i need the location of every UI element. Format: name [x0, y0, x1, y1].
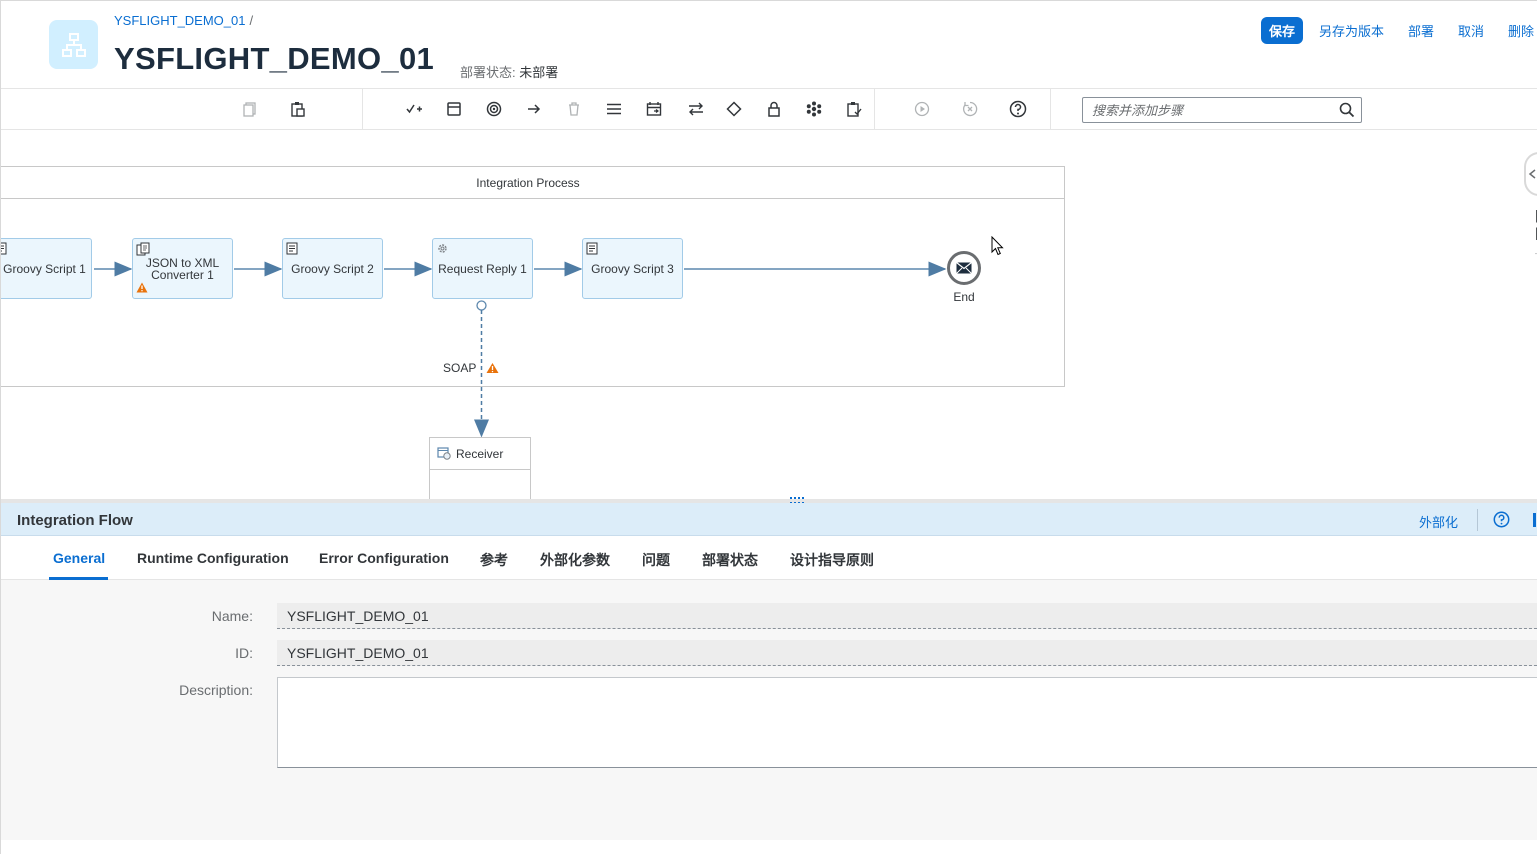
step-groovy-script-1[interactable]: Groovy Script 1: [1, 238, 92, 299]
deploy-status-value: 未部署: [519, 65, 559, 80]
page-title: YSFLIGHT_DEMO_01: [114, 41, 435, 76]
step-groovy-script-3[interactable]: Groovy Script 3: [582, 238, 683, 299]
participants-icon[interactable]: [402, 97, 426, 121]
search-icon[interactable]: [1339, 102, 1355, 118]
tab-error-configuration[interactable]: Error Configuration: [319, 550, 449, 566]
delete-button[interactable]: 删除: [1508, 23, 1535, 39]
maximize-panel-icon[interactable]: [1533, 513, 1536, 527]
page-header: YSFLIGHT_DEMO_01/ YSFLIGHT_DEMO_01 部署状态:…: [1, 1, 1537, 89]
tab-problems[interactable]: 问题: [642, 552, 670, 568]
breadcrumb: YSFLIGHT_DEMO_01/: [114, 13, 253, 28]
deploy-status: 部署状态: 未部署: [460, 62, 558, 81]
step-search: [1082, 97, 1362, 123]
general-form: Name: ID: Description:: [1, 580, 1537, 840]
warning-icon: [486, 363, 499, 373]
step-groovy-script-2[interactable]: Groovy Script 2: [282, 238, 383, 299]
save-as-version-button[interactable]: 另存为版本: [1318, 23, 1384, 39]
active-tab-indicator: [49, 577, 108, 580]
save-button[interactable]: 保存: [1260, 16, 1303, 44]
header-actions: 保存 另存为版本 部署 取消 删除: [1260, 16, 1537, 44]
toolbar-separator: [1050, 89, 1051, 129]
calendar-icon[interactable]: [642, 97, 666, 121]
externalize-button[interactable]: 外部化: [1419, 515, 1459, 530]
toolbar-separator: [874, 89, 875, 129]
receiver-icon: [437, 447, 451, 463]
step-request-reply-1[interactable]: Request Reply 1: [432, 238, 533, 299]
tab-externalized-parameters[interactable]: 外部化参数: [540, 552, 610, 568]
end-message-event[interactable]: [947, 251, 981, 285]
validate-icon[interactable]: [842, 97, 866, 121]
script-icon: [286, 242, 299, 255]
security-lock-icon[interactable]: [762, 97, 786, 121]
breadcrumb-separator: /: [249, 13, 254, 28]
modeling-canvas[interactable]: Integration Process: [1, 130, 1537, 500]
script-icon: [1, 242, 8, 255]
gear-icon: [436, 242, 449, 255]
delete-icon[interactable]: [562, 97, 586, 121]
property-panel-header: Integration Flow 外部化: [1, 503, 1537, 536]
step-search-input[interactable]: [1083, 98, 1323, 122]
property-tabs: General Runtime Configuration Error Conf…: [1, 536, 1537, 580]
converter-icon: [136, 242, 150, 256]
paste-icon[interactable]: [286, 97, 310, 121]
tab-design-guidelines[interactable]: 设计指导原则: [790, 552, 874, 568]
warning-icon: [136, 282, 148, 295]
step-json-to-xml-converter[interactable]: JSON to XML Converter 1: [132, 238, 233, 299]
envelope-icon: [956, 262, 972, 274]
simulate-play-icon[interactable]: [910, 97, 934, 121]
connector-origin: [476, 300, 487, 311]
routing-icon[interactable]: [722, 97, 746, 121]
header-separator: [1477, 509, 1478, 531]
copy-icon[interactable]: [238, 97, 262, 121]
pool-label: Integration Process: [1, 167, 1064, 199]
mouse-cursor-icon: [991, 235, 1005, 261]
name-label: Name:: [211, 608, 253, 624]
id-label: ID:: [235, 645, 253, 661]
receiver-participant[interactable]: Receiver: [429, 437, 531, 500]
step-label: Groovy Script 2: [291, 261, 374, 276]
collapse-panel-handle[interactable]: [1524, 152, 1537, 196]
step-label: Groovy Script 1: [3, 261, 86, 276]
simulate-stop-icon[interactable]: [958, 97, 982, 121]
footer-strip: [1, 840, 1537, 854]
sequence-flows: [94, 261, 947, 438]
property-panel-title: Integration Flow: [17, 512, 133, 529]
process-icon[interactable]: [442, 97, 466, 121]
persistence-icon[interactable]: [802, 97, 826, 121]
tab-general[interactable]: General: [53, 550, 106, 566]
cancel-button[interactable]: 取消: [1457, 23, 1484, 39]
menu-icon[interactable]: [602, 97, 626, 121]
receiver-label: Receiver: [456, 446, 504, 461]
step-label: Request Reply 1: [438, 261, 527, 276]
help-icon[interactable]: [1493, 511, 1510, 528]
name-field[interactable]: [277, 603, 1537, 629]
description-label: Description:: [179, 682, 253, 698]
deploy-status-label: 部署状态:: [460, 65, 516, 80]
id-field[interactable]: [277, 640, 1537, 666]
description-field[interactable]: [277, 677, 1537, 768]
end-event-label: End: [953, 290, 975, 304]
help-icon[interactable]: [1006, 97, 1030, 121]
integration-process-pool[interactable]: Integration Process: [1, 166, 1065, 387]
step-label: Groovy Script 3: [591, 261, 674, 276]
connectors-icon[interactable]: [522, 97, 546, 121]
deploy-button[interactable]: 部署: [1407, 23, 1434, 39]
tab-runtime-configuration[interactable]: Runtime Configuration: [137, 550, 289, 566]
integration-flow-icon: [49, 20, 98, 69]
step-label: JSON to XML Converter 1: [145, 255, 220, 282]
events-icon[interactable]: [482, 97, 506, 121]
palette-toolbar: [1, 89, 1537, 130]
tab-deployment-status[interactable]: 部署状态: [702, 552, 758, 568]
toolbar-separator: [362, 89, 363, 129]
breadcrumb-link[interactable]: YSFLIGHT_DEMO_01: [114, 13, 246, 28]
panel-splitter[interactable]: [1, 499, 1537, 503]
soap-adapter-label[interactable]: SOAP: [443, 361, 477, 375]
tab-references[interactable]: 参考: [480, 552, 508, 568]
mapping-icon[interactable]: [684, 97, 708, 121]
script-icon: [586, 242, 599, 255]
